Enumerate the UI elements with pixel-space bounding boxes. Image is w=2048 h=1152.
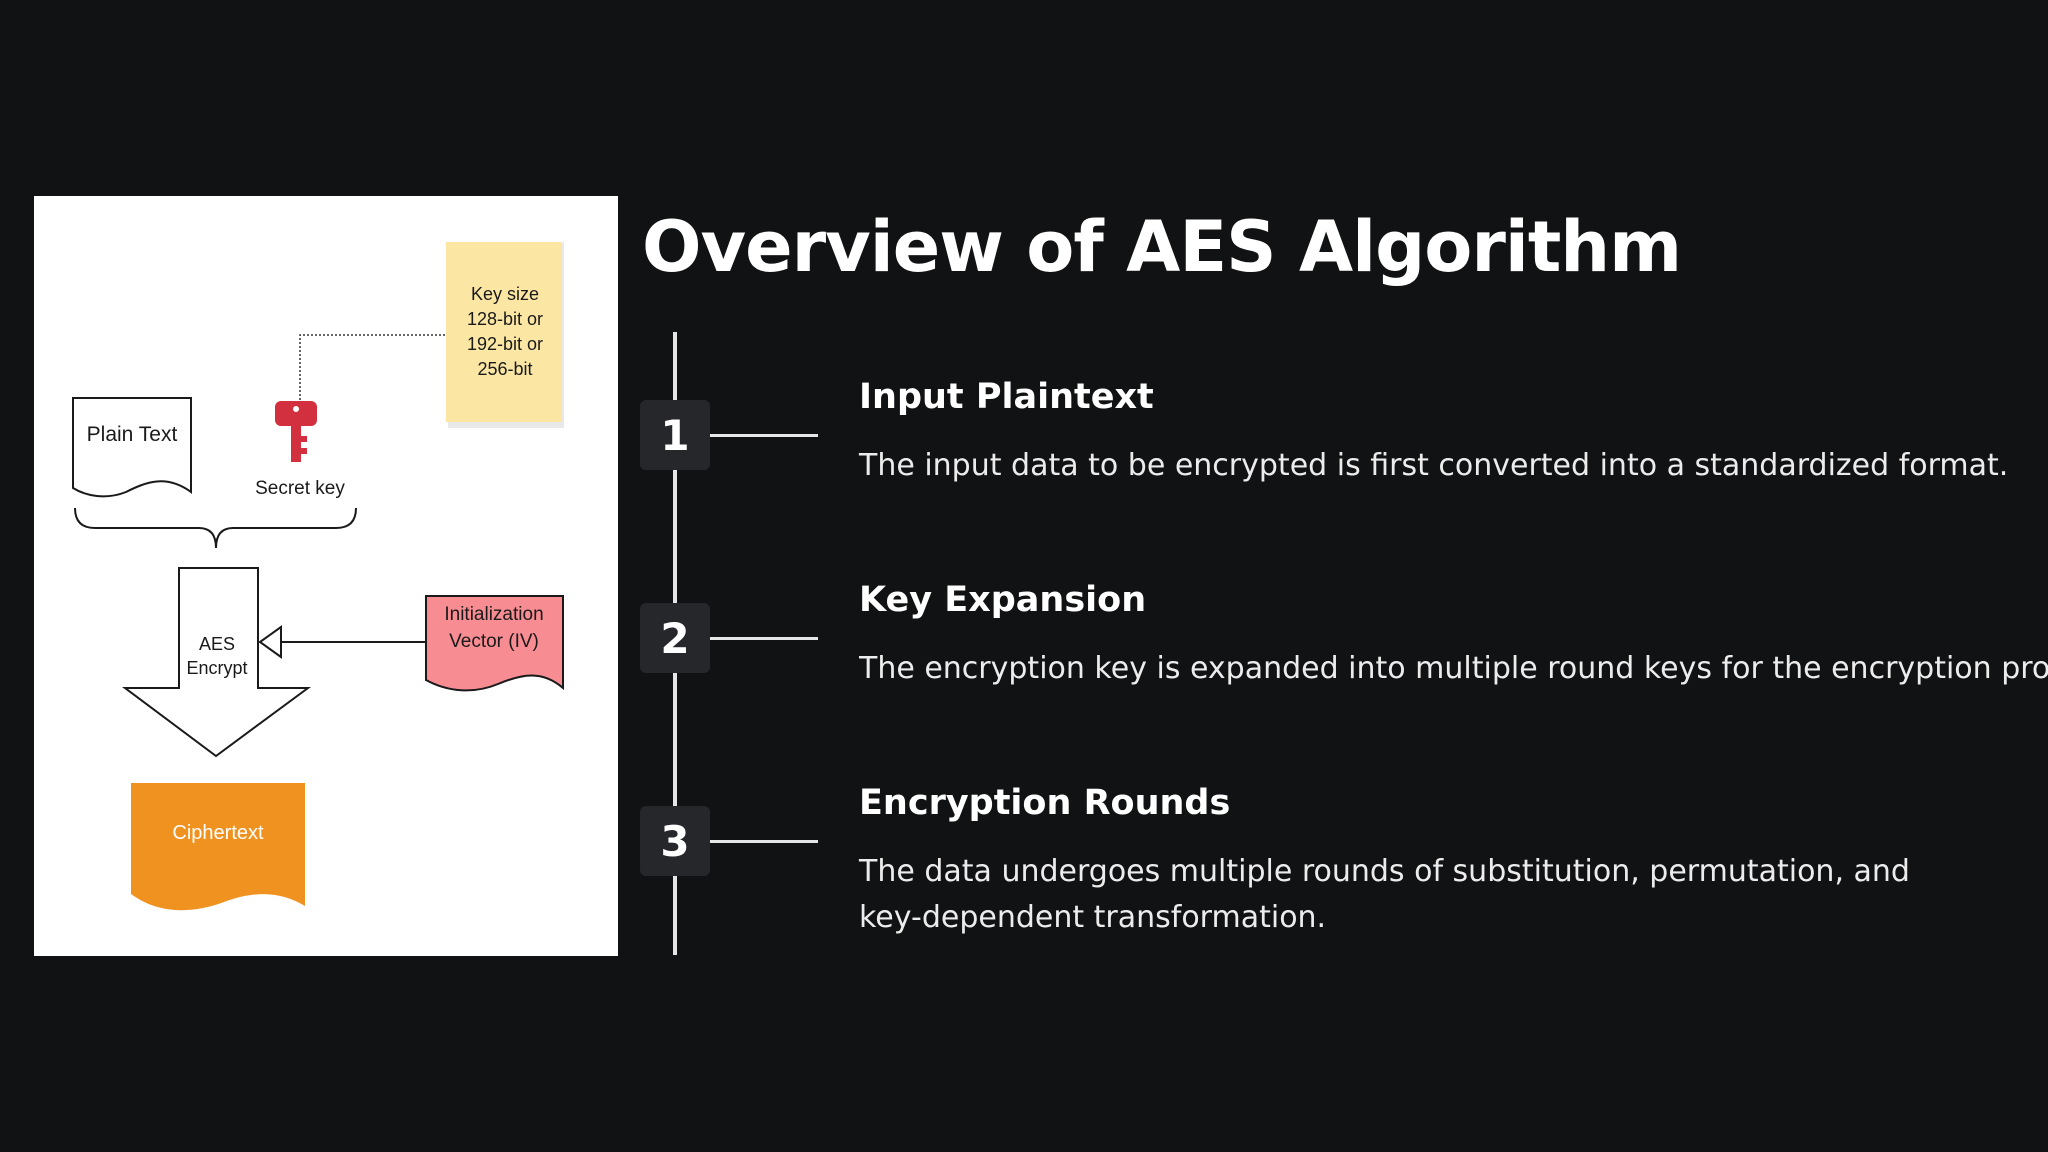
- step-number-badge: 2: [640, 603, 710, 673]
- step-connector-line: [710, 637, 818, 640]
- input-combine-brace: [74, 507, 357, 549]
- plain-text-label: Plain Text: [87, 423, 178, 446]
- key-size-note-line-4: 256-bit: [477, 359, 532, 379]
- slide-title: Overview of AES Algorithm: [642, 206, 1682, 288]
- step-key-expansion: 2 Key Expansion The encryption key is ex…: [640, 568, 2048, 748]
- aes-encrypt-label-line-2: Encrypt: [186, 658, 247, 678]
- step-heading: Encryption Rounds: [859, 783, 1231, 823]
- ciphertext-document-shape: [131, 783, 305, 911]
- plain-text-document-shape: [72, 397, 192, 498]
- iv-label-line-1: Initialization: [444, 604, 543, 625]
- step-description: The encryption key is expanded into mult…: [859, 651, 2048, 686]
- step-heading: Key Expansion: [859, 580, 1147, 620]
- key-size-note-paper: [446, 242, 562, 422]
- aes-diagram-panel: Key size 128-bit or 192-bit or 256-bit S…: [34, 196, 618, 956]
- secret-key-icon: [275, 401, 317, 462]
- key-size-note: Key size 128-bit or 192-bit or 256-bit: [446, 242, 564, 428]
- key-size-note-line-1: Key size: [471, 284, 539, 304]
- iv-document-shape: [425, 595, 564, 692]
- step-number-badge: 1: [640, 400, 710, 470]
- step-number-badge: 3: [640, 806, 710, 876]
- step-heading: Input Plaintext: [859, 377, 1154, 417]
- step-connector-line: [710, 434, 818, 437]
- ciphertext-label: Ciphertext: [172, 822, 264, 844]
- step-description: The data undergoes multiple rounds of su…: [859, 849, 1910, 941]
- iv-label-line-2: Vector (IV): [449, 631, 539, 652]
- aes-encrypt-arrow-shape: [121, 567, 312, 758]
- key-note-dotted-connector: [299, 334, 446, 400]
- aes-encrypt-label-line-1: AES: [199, 634, 235, 654]
- step-description-line-2: key-dependent transformation.: [859, 900, 1327, 935]
- step-description: The input data to be encrypted is first …: [859, 448, 2009, 483]
- iv-to-aes-arrowhead: [258, 625, 282, 659]
- step-encryption-rounds: 3 Encryption Rounds The data undergoes m…: [640, 771, 2048, 951]
- key-size-note-line-3: 192-bit or: [467, 334, 543, 354]
- key-size-note-line-2: 128-bit or: [467, 309, 543, 329]
- step-description-line-1: The data undergoes multiple rounds of su…: [859, 854, 1910, 889]
- step-input-plaintext: 1 Input Plaintext The input data to be e…: [640, 365, 2048, 545]
- step-connector-line: [710, 840, 818, 843]
- aes-flow-diagram: Key size 128-bit or 192-bit or 256-bit S…: [72, 242, 564, 911]
- secret-key-label: Secret key: [255, 478, 345, 499]
